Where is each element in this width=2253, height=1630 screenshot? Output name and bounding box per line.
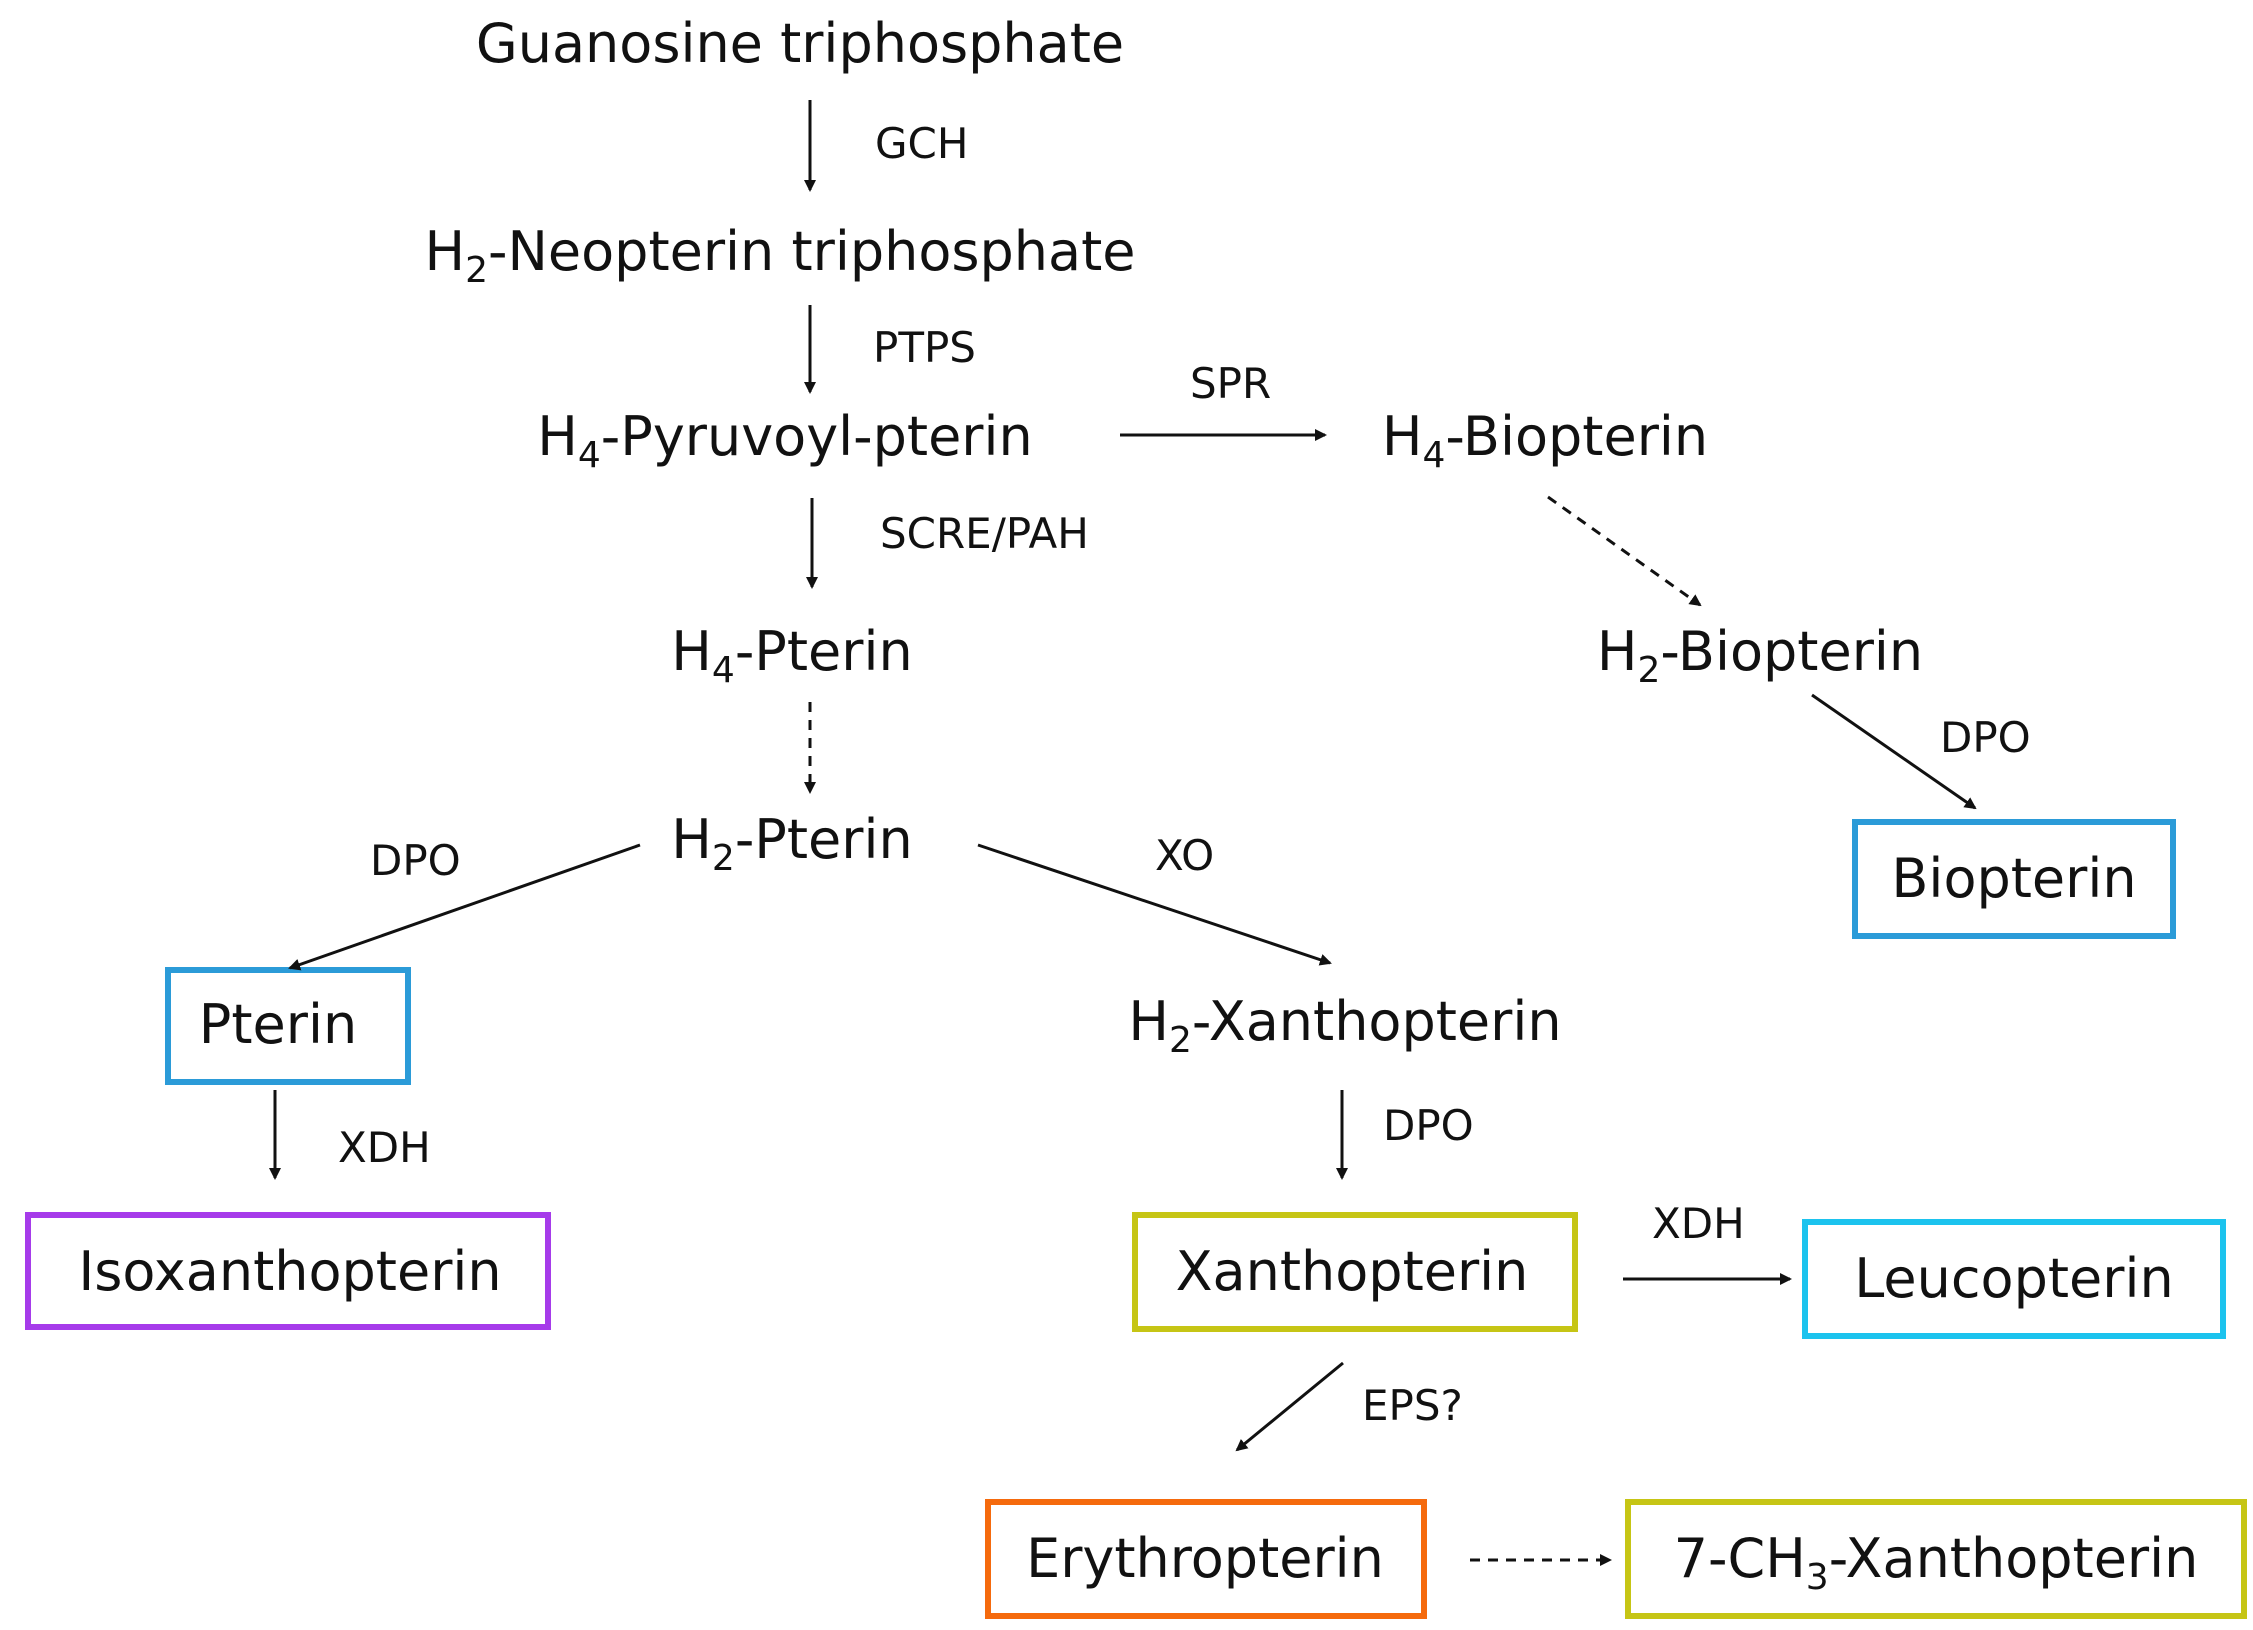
enzyme-label-eps: EPS? — [1362, 1381, 1463, 1430]
box-pterin — [165, 967, 411, 1085]
box-leucopterin — [1802, 1219, 2226, 1339]
node-h4-pterin: H4-Pterin — [671, 620, 912, 691]
arrow-h2biopterin-to-biopterin — [1811, 693, 1977, 810]
node-h4-biopterin: H4-Biopterin — [1382, 405, 1708, 476]
enzyme-label-ptps: PTPS — [873, 323, 976, 372]
enzyme-label-dpo-pterin: DPO — [370, 836, 461, 885]
node-erythropterin: Erythropterin — [1026, 1527, 1384, 1590]
box-biopterin — [1852, 819, 2176, 939]
enzyme-label-scre-pah: SCRE/PAH — [880, 509, 1089, 558]
node-leucopterin: Leucopterin — [1854, 1247, 2173, 1310]
node-isoxanthopterin: Isoxanthopterin — [78, 1240, 501, 1303]
node-pterin: Pterin — [199, 993, 357, 1056]
arrow-h4biopterin-to-h2biopterin — [1547, 495, 1702, 607]
box-7-ch3-xanthopterin — [1625, 1499, 2247, 1619]
node-xanthopterin: Xanthopterin — [1176, 1240, 1529, 1303]
arrow-xanthopterin-to-erythropterin — [1235, 1361, 1344, 1452]
box-xanthopterin — [1132, 1212, 1578, 1332]
node-h4-pyruvoyl-pterin: H4-Pyruvoyl-pterin — [537, 405, 1033, 476]
node-h2-neopterin-triphosphate: H2-Neopterin triphosphate — [425, 220, 1136, 291]
enzyme-label-dpo-xanthopterin: DPO — [1383, 1101, 1474, 1150]
node-h2-biopterin: H2-Biopterin — [1597, 620, 1923, 691]
enzyme-label-dpo-biopterin: DPO — [1940, 713, 2031, 762]
node-guanosine-triphosphate: Guanosine triphosphate — [476, 12, 1124, 75]
arrow-h2pterin-to-h2xanthopterin — [977, 843, 1332, 966]
enzyme-label-xdh-xanthopterin: XDH — [1652, 1199, 1745, 1248]
node-h2-xanthopterin: H2-Xanthopterin — [1128, 990, 1561, 1061]
enzyme-label-xdh-pterin: XDH — [338, 1123, 431, 1172]
enzyme-label-spr: SPR — [1190, 359, 1271, 408]
node-7-ch3-xanthopterin: 7-CH3-Xanthopterin — [1674, 1527, 2199, 1598]
enzyme-label-gch: GCH — [875, 119, 968, 168]
box-erythropterin — [985, 1499, 1427, 1619]
node-h2-pterin: H2-Pterin — [671, 808, 912, 879]
arrow-h2pterin-to-pterin — [288, 843, 641, 971]
box-isoxanthopterin — [25, 1212, 551, 1330]
node-biopterin: Biopterin — [1891, 847, 2136, 910]
enzyme-label-xo: XO — [1155, 831, 1214, 880]
